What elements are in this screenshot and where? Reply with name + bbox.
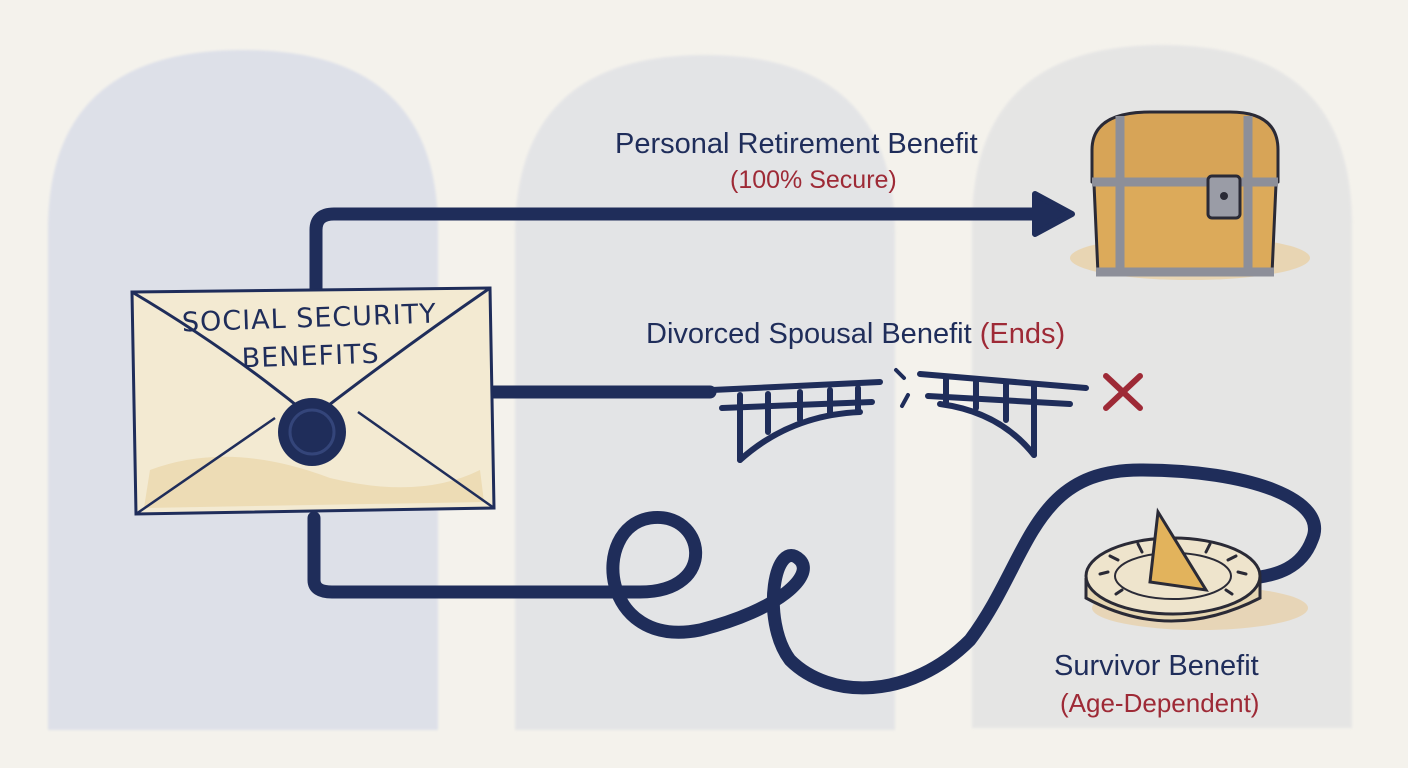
broken-bridge-icon xyxy=(709,368,1089,463)
envelope-fold-left xyxy=(135,416,276,516)
survivor-loop-line xyxy=(307,463,1321,695)
envelope-label: SOCIAL SECURITY BENEFITS xyxy=(149,294,471,381)
chest-keyhole xyxy=(1220,192,1228,200)
retirement-arrow-line xyxy=(309,207,1047,297)
sundial-numerals xyxy=(1098,542,1248,596)
survivor-benefit-title: Survivor Benefit xyxy=(1054,650,1259,682)
survivor-benefit-status: (Age-Dependent) xyxy=(1060,688,1260,718)
chest-bands xyxy=(1092,116,1278,277)
arrow-head xyxy=(1032,191,1075,237)
sundial-gnomon xyxy=(1148,507,1209,592)
retirement-benefit-status: (100% Secure) xyxy=(730,166,897,194)
bridge-right-posts xyxy=(943,375,1037,458)
connector-lines xyxy=(307,207,1321,695)
bridge-right-deck-lower xyxy=(925,393,1073,407)
bridge-crack xyxy=(894,368,910,408)
bridge-right-arch xyxy=(937,401,1037,458)
wax-seal-inner xyxy=(288,408,336,456)
wax-seal xyxy=(278,398,346,466)
chest-lid xyxy=(1090,110,1280,184)
spousal-benefit-title: Divorced Spousal Benefit xyxy=(646,318,972,350)
bridge-left-posts xyxy=(737,385,861,463)
envelope-stain xyxy=(144,456,484,508)
ends-x-icon xyxy=(1103,373,1143,411)
sundial-icon xyxy=(1084,507,1308,630)
spousal-benefit-status: (Ends) xyxy=(979,318,1066,350)
treasure-chest-icon xyxy=(1070,110,1310,280)
bridge-left-arch xyxy=(737,409,863,463)
bridge-left-deck xyxy=(709,379,883,393)
retirement-benefit-title: Personal Retirement Benefit xyxy=(615,128,978,160)
spousal-benefit-label: Divorced Spousal Benefit (Ends) xyxy=(646,318,1065,351)
envelope-icon xyxy=(130,286,496,516)
envelope-fold-right xyxy=(357,410,495,510)
